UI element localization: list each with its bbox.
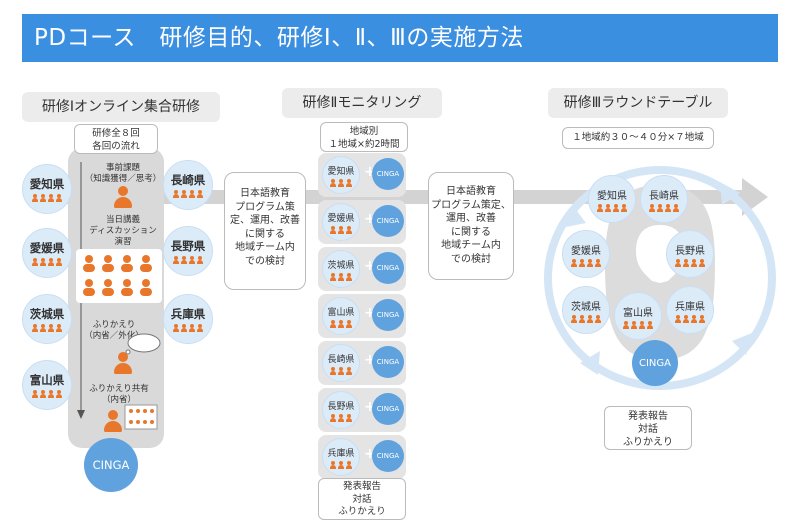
person-icon <box>114 186 132 208</box>
group-people-box <box>76 249 162 303</box>
section2-footer-box: 発表報告 対話 ふりかえり <box>318 478 406 520</box>
plus-icon: + <box>364 305 376 321</box>
section1-info-box: 研修全８回 各回の流れ <box>74 124 158 154</box>
pref-circle-aichi: 愛知県 <box>22 164 72 214</box>
rt-pref-circle: 長崎県 <box>640 175 688 223</box>
group-people-icon <box>83 255 152 296</box>
row-cinga-node: CINGA <box>372 252 404 284</box>
row-cinga-node: CINGA <box>372 205 404 237</box>
section1-heading: 研修Ⅰオンライン集合研修 <box>22 92 220 122</box>
plus-icon: + <box>364 164 376 180</box>
row-pref-circle: 茨城県 <box>322 250 360 288</box>
cinga-node: CINGA <box>84 438 138 492</box>
row-pref-circle: 長崎県 <box>322 344 360 382</box>
row-cinga-node: CINGA <box>372 440 404 472</box>
pref-circle-nagano: 長野県 <box>163 226 213 276</box>
section3-heading: 研修Ⅲラウンドテーブル <box>548 88 728 118</box>
step2-label: 当日講義 ディスカッション 演習 <box>89 215 157 247</box>
pref-circle-toyama: 富山県 <box>22 360 72 410</box>
row-cinga-node: CINGA <box>372 299 404 331</box>
row-pref-circle: 愛媛県 <box>322 203 360 241</box>
row-cinga-node: CINGA <box>372 158 404 190</box>
plus-icon: + <box>364 399 376 415</box>
plus-icon: + <box>364 352 376 368</box>
row-cinga-node: CINGA <box>372 346 404 378</box>
page-title: PDコース 研修目的、研修Ⅰ、Ⅱ、Ⅲの実施方法 <box>22 14 778 62</box>
plus-icon: + <box>364 258 376 274</box>
section2-info-box: 地域別 １地域×約2時間 <box>320 122 408 152</box>
pref-circle-ehime: 愛媛県 <box>22 228 72 278</box>
section1-info-line1: 研修全８回 <box>92 128 140 139</box>
rt-pref-circle: 富山県 <box>614 292 662 340</box>
step4-label: ふりかえり共有 （内省） <box>89 384 149 405</box>
step3-label: ふりかえり （内省／外化） <box>84 320 144 341</box>
person-icon <box>114 352 132 374</box>
rt-pref-circle: 愛媛県 <box>562 230 610 278</box>
rt-pref-circle: 茨城県 <box>562 286 610 334</box>
section2-heading: 研修Ⅱモニタリング <box>282 88 442 118</box>
rt-pref-circle: 兵庫県 <box>666 286 714 334</box>
plus-icon: + <box>364 446 376 462</box>
section3-footer-box: 発表報告 対話 ふりかえり <box>604 406 692 450</box>
rt-pref-circle: 愛知県 <box>588 175 636 223</box>
pref-circle-nagasaki: 長崎県 <box>163 160 213 210</box>
team-discussion-box-2: 日本語教育 プログラム策定、 運用、改善 に関する 地域チーム内 での検討 <box>428 172 514 280</box>
row-pref-circle: 長野県 <box>322 391 360 429</box>
plus-icon: + <box>364 211 376 227</box>
person-icon <box>104 410 122 432</box>
step1-label: 事前課題 （知識獲得／思考） <box>84 163 162 184</box>
screen-grid-icon <box>124 404 158 430</box>
rt-cinga-node: CINGA <box>632 340 678 386</box>
rt-pref-circle: 長野県 <box>666 230 714 278</box>
row-pref-circle: 兵庫県 <box>322 438 360 476</box>
section3-info-box: １地域約３０～４０分×７地域 <box>562 127 714 149</box>
section1-info-line2: 各回の流れ <box>92 141 140 152</box>
pref-circle-ibaraki: 茨城県 <box>22 294 72 344</box>
row-cinga-node: CINGA <box>372 393 404 425</box>
row-pref-circle: 愛知県 <box>322 156 360 194</box>
row-pref-circle: 富山県 <box>322 297 360 335</box>
pref-circle-hyogo: 兵庫県 <box>163 294 213 344</box>
team-discussion-box-1: 日本語教育 プログラム策 定、運用、改善 に関する 地域チーム内 での検討 <box>224 172 306 290</box>
